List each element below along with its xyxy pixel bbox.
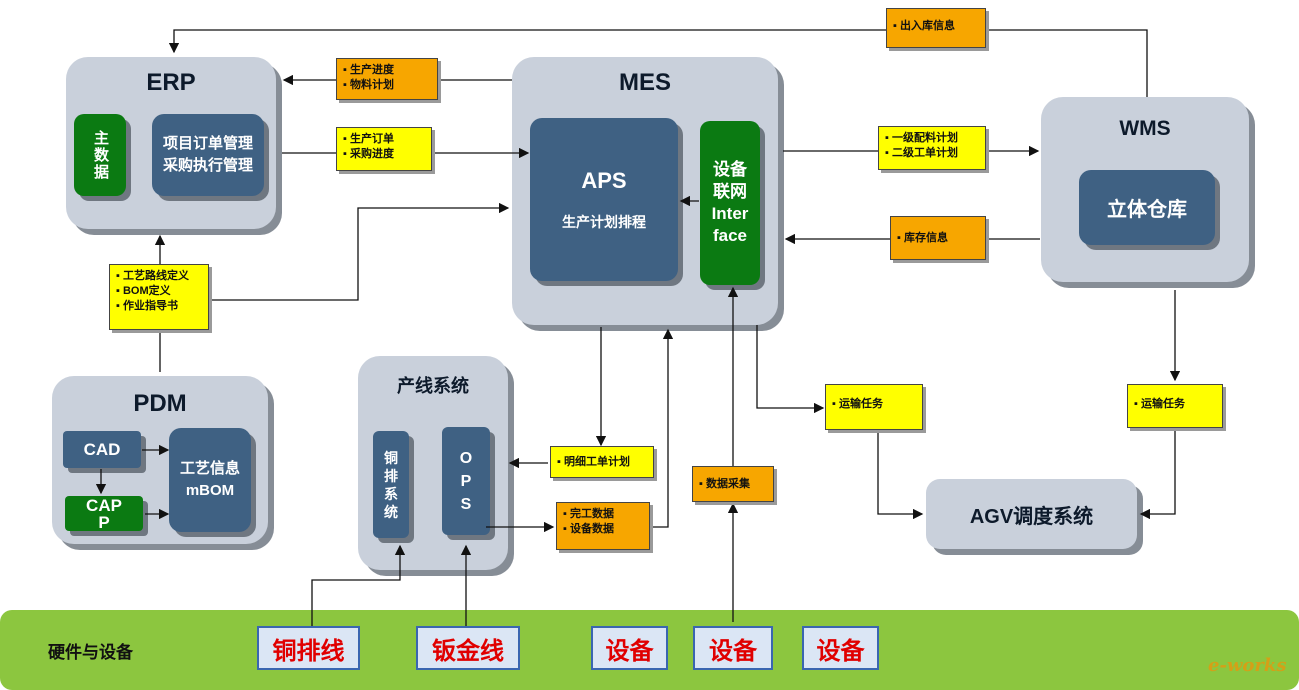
wms-title: WMS	[1119, 117, 1171, 140]
process-info-box[interactable]: 工艺信息 mBOM	[169, 428, 251, 532]
line-system-panel: 产线系统 铜 排 系 统 O P S	[358, 356, 508, 570]
hardware-device-2[interactable]: 设备	[693, 626, 773, 670]
agv-title: AGV调度系统	[969, 505, 1094, 528]
mes-panel: MES APS 生产计划排程 设备 联网 Inter face	[512, 57, 778, 325]
hardware-copper-line-label: 铜排线	[272, 637, 345, 665]
note-inout-info: 出入库信息	[886, 8, 986, 48]
cad-box[interactable]: CAD	[63, 431, 141, 468]
note-process-definition: 工艺路线定义BOM定义作业指导书	[109, 264, 209, 330]
agv-panel[interactable]: AGV调度系统	[926, 479, 1137, 549]
aps-box[interactable]: APS 生产计划排程	[530, 118, 678, 281]
capp-label: CAP P	[86, 495, 122, 532]
note-stock-info: 库存信息	[890, 216, 986, 260]
erp-panel: ERP 主数据 项目订单管理 采购执行管理	[66, 57, 276, 229]
hardware-copper-line[interactable]: 铜排线	[257, 626, 360, 670]
device-interface-box[interactable]: 设备 联网 Inter face	[700, 121, 760, 285]
master-data-label: 主数据	[92, 129, 109, 181]
note-detail-order-plan: 明细工单计划	[550, 446, 654, 478]
aps-title: APS	[581, 167, 627, 193]
note-transport-task-2: 运输任务	[1127, 384, 1223, 428]
device-interface-label: 设备 联网 Inter face	[711, 160, 749, 245]
hardware-device-1-label: 设备	[605, 637, 654, 665]
ops-box[interactable]: O P S	[442, 427, 490, 535]
hardware-device-3[interactable]: 设备	[802, 626, 879, 670]
note-material-plan: 一级配料计划二级工单计划	[878, 126, 986, 170]
master-data-box[interactable]: 主数据	[74, 114, 126, 196]
line-system-title: 产线系统	[397, 376, 469, 396]
note-data-collection: 数据采集	[692, 466, 774, 502]
hardware-sheet-metal-line[interactable]: 钣金线	[416, 626, 520, 670]
aps-subtitle: 生产计划排程	[562, 213, 646, 230]
warehouse-box[interactable]: 立体仓库	[1079, 170, 1215, 245]
copper-system-label: 铜 排 系 统	[384, 449, 398, 520]
note-transport-task-1: 运输任务	[825, 384, 923, 430]
note-production-order: 生产订单采购进度	[336, 127, 432, 171]
capp-box[interactable]: CAP P	[65, 496, 143, 531]
wms-panel: WMS 立体仓库	[1041, 97, 1249, 282]
note-production-progress: 生产进度物料计划	[336, 58, 438, 100]
note-completion-data: 完工数据设备数据	[556, 502, 650, 550]
ops-label: O P S	[459, 449, 473, 513]
copper-system-box[interactable]: 铜 排 系 统	[373, 431, 409, 538]
eworks-watermark: e-works	[1208, 655, 1287, 676]
project-order-box[interactable]: 项目订单管理 采购执行管理	[152, 114, 264, 196]
process-info-label: 工艺信息 mBOM	[179, 460, 240, 499]
erp-title: ERP	[146, 69, 196, 96]
pdm-title: PDM	[133, 390, 187, 417]
hardware-device-1[interactable]: 设备	[591, 626, 668, 670]
project-order-label: 项目订单管理 采购执行管理	[162, 135, 253, 174]
hardware-label: 硬件与设备	[48, 643, 133, 662]
hardware-device-3-label: 设备	[816, 637, 865, 665]
hardware-device-2-label: 设备	[709, 637, 757, 665]
hardware-sheet-metal-line-label: 钣金线	[432, 637, 504, 665]
mes-title: MES	[618, 69, 671, 96]
cad-label: CAD	[83, 439, 121, 459]
warehouse-label: 立体仓库	[1107, 199, 1187, 221]
